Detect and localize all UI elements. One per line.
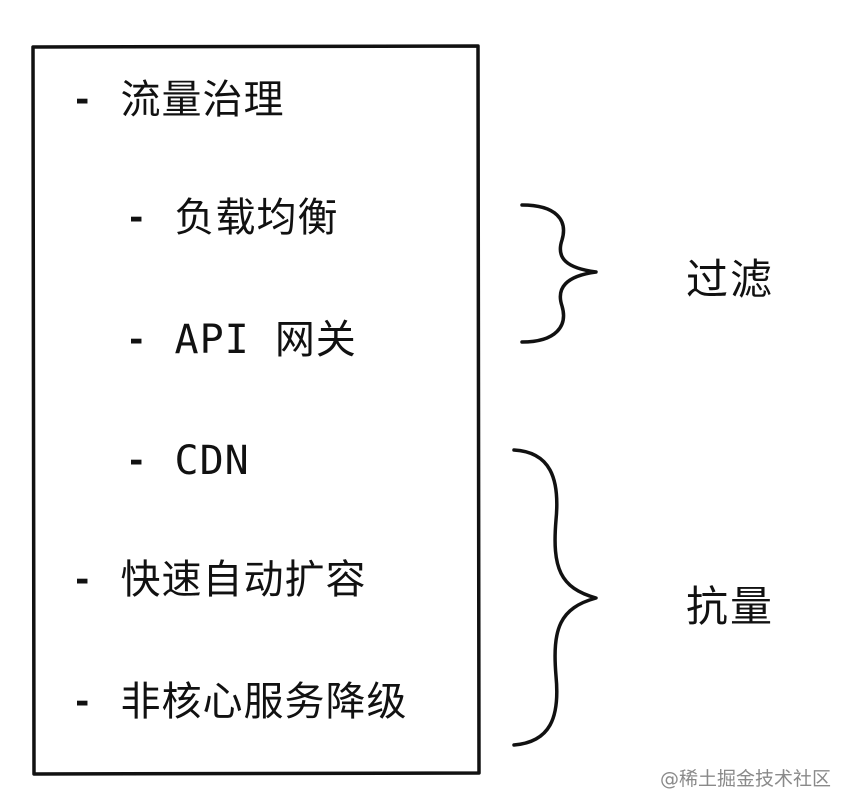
capacity-brace [512,448,598,747]
watermark: @稀土掘金技术社区 [659,768,831,790]
bullet-dash: - [72,682,93,722]
list-item-label: 流量治理 [120,77,285,123]
list-item-service-degradation: - 非核心服务降级 [72,682,407,722]
bullet-dash: - [126,441,147,481]
list-item-auto-scaling: - 快速自动扩容 [72,560,366,600]
list-item-label: 非核心服务降级 [120,679,408,725]
list-item-api-gateway: - API 网关 [126,320,357,360]
list-item-load-balancing: - 负载均衡 [126,198,338,238]
list-item-traffic-governance: - 流量治理 [72,80,284,120]
list-item-label: 快速自动扩容 [120,557,367,603]
list-box [31,44,481,776]
bullet-dash: - [126,320,147,360]
filter-brace [520,203,598,344]
bullet-dash: - [72,80,93,120]
bullet-dash: - [126,198,147,238]
list-item-label: CDN [174,438,250,484]
bullet-dash: - [72,560,93,600]
group-label-filter: 过滤 [686,255,775,304]
group-label-capacity: 抗量 [686,582,775,631]
list-item-label: 负载均衡 [174,195,339,241]
list-item-label: API 网关 [174,317,357,363]
list-item-cdn: - CDN [126,441,250,481]
